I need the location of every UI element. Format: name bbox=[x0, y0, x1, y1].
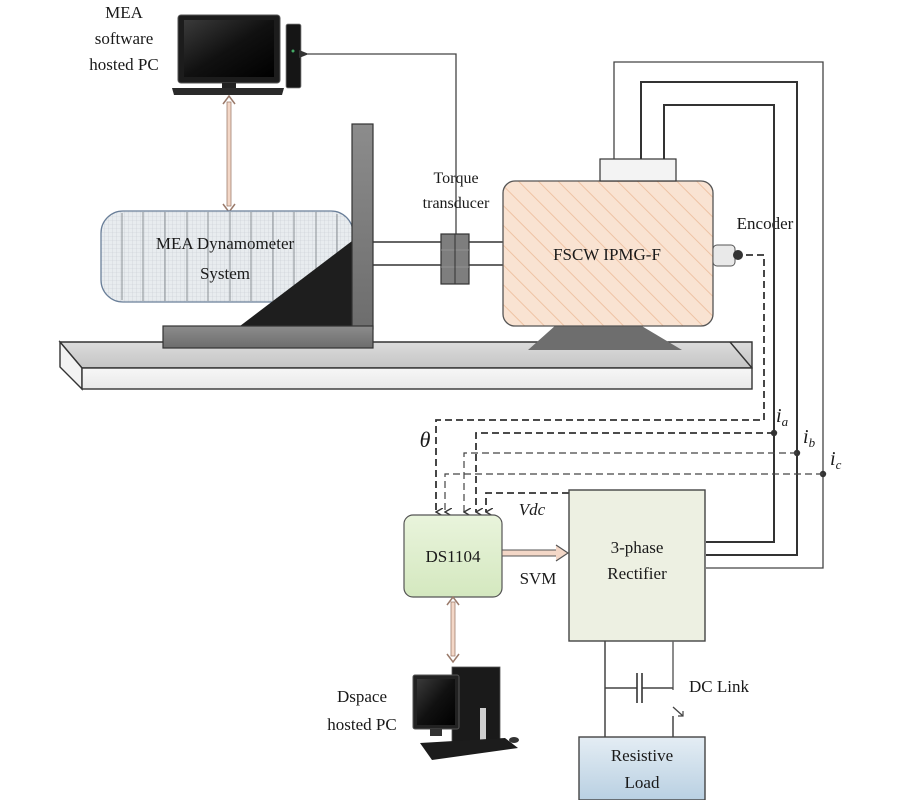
rectifier-label-line1: 3-phase bbox=[611, 538, 664, 557]
phase-wires bbox=[613, 61, 824, 569]
mea-pc-dyno-link-arrow bbox=[222, 94, 236, 214]
torque-transducer-label-line1: Torque bbox=[433, 170, 478, 187]
ia-label: ia bbox=[776, 405, 789, 429]
ic-label: ic bbox=[830, 448, 842, 472]
resistive-load-label-line2: Load bbox=[625, 773, 660, 792]
mea-pc-label-line1: MEA bbox=[105, 3, 144, 22]
mea-pc-label-line3: hosted PC bbox=[89, 55, 158, 74]
feedback-signals bbox=[436, 254, 823, 512]
dynamometer-stripes bbox=[121, 212, 338, 301]
ds1104-pc-link-arrow bbox=[446, 595, 460, 664]
dspace-pc-label-line2: hosted PC bbox=[327, 715, 396, 734]
generator-label: FSCW IPMG-F bbox=[553, 245, 661, 264]
ib-label: ib bbox=[803, 426, 816, 450]
svm-label: SVM bbox=[520, 569, 557, 588]
rectifier-label-line2: Rectifier bbox=[607, 564, 667, 583]
torque-transducer bbox=[440, 233, 470, 285]
dc-link-label: DC Link bbox=[689, 677, 749, 696]
resistive-load-label-line1: Resistive bbox=[611, 746, 673, 765]
shaft bbox=[373, 241, 503, 266]
encoder-label: Encoder bbox=[737, 214, 794, 233]
dc-link-circuit bbox=[604, 641, 684, 737]
encoder bbox=[712, 244, 743, 267]
svm-arrow bbox=[501, 544, 570, 562]
torque-transducer-label-line2: transducer bbox=[423, 195, 490, 212]
mea-pc-icon bbox=[172, 14, 302, 95]
resistive-load-box bbox=[578, 736, 706, 800]
mounting-bracket bbox=[162, 123, 374, 349]
ds1104-label: DS1104 bbox=[425, 547, 481, 566]
dynamometer-label-line1: MEA Dynamometer bbox=[156, 234, 295, 253]
dspace-pc-label-line1: Dspace bbox=[337, 687, 387, 706]
torque-signal-line bbox=[299, 50, 457, 258]
terminal-box bbox=[599, 158, 677, 182]
generator-foot bbox=[528, 325, 682, 350]
vdc-label: Vdc bbox=[519, 500, 546, 519]
mea-pc-label-line2: software bbox=[95, 29, 154, 48]
theta-label: θ bbox=[420, 427, 431, 452]
rectifier-box bbox=[568, 489, 706, 642]
dynamometer-label-line2: System bbox=[200, 264, 250, 283]
dspace-pc-icon bbox=[412, 666, 519, 760]
